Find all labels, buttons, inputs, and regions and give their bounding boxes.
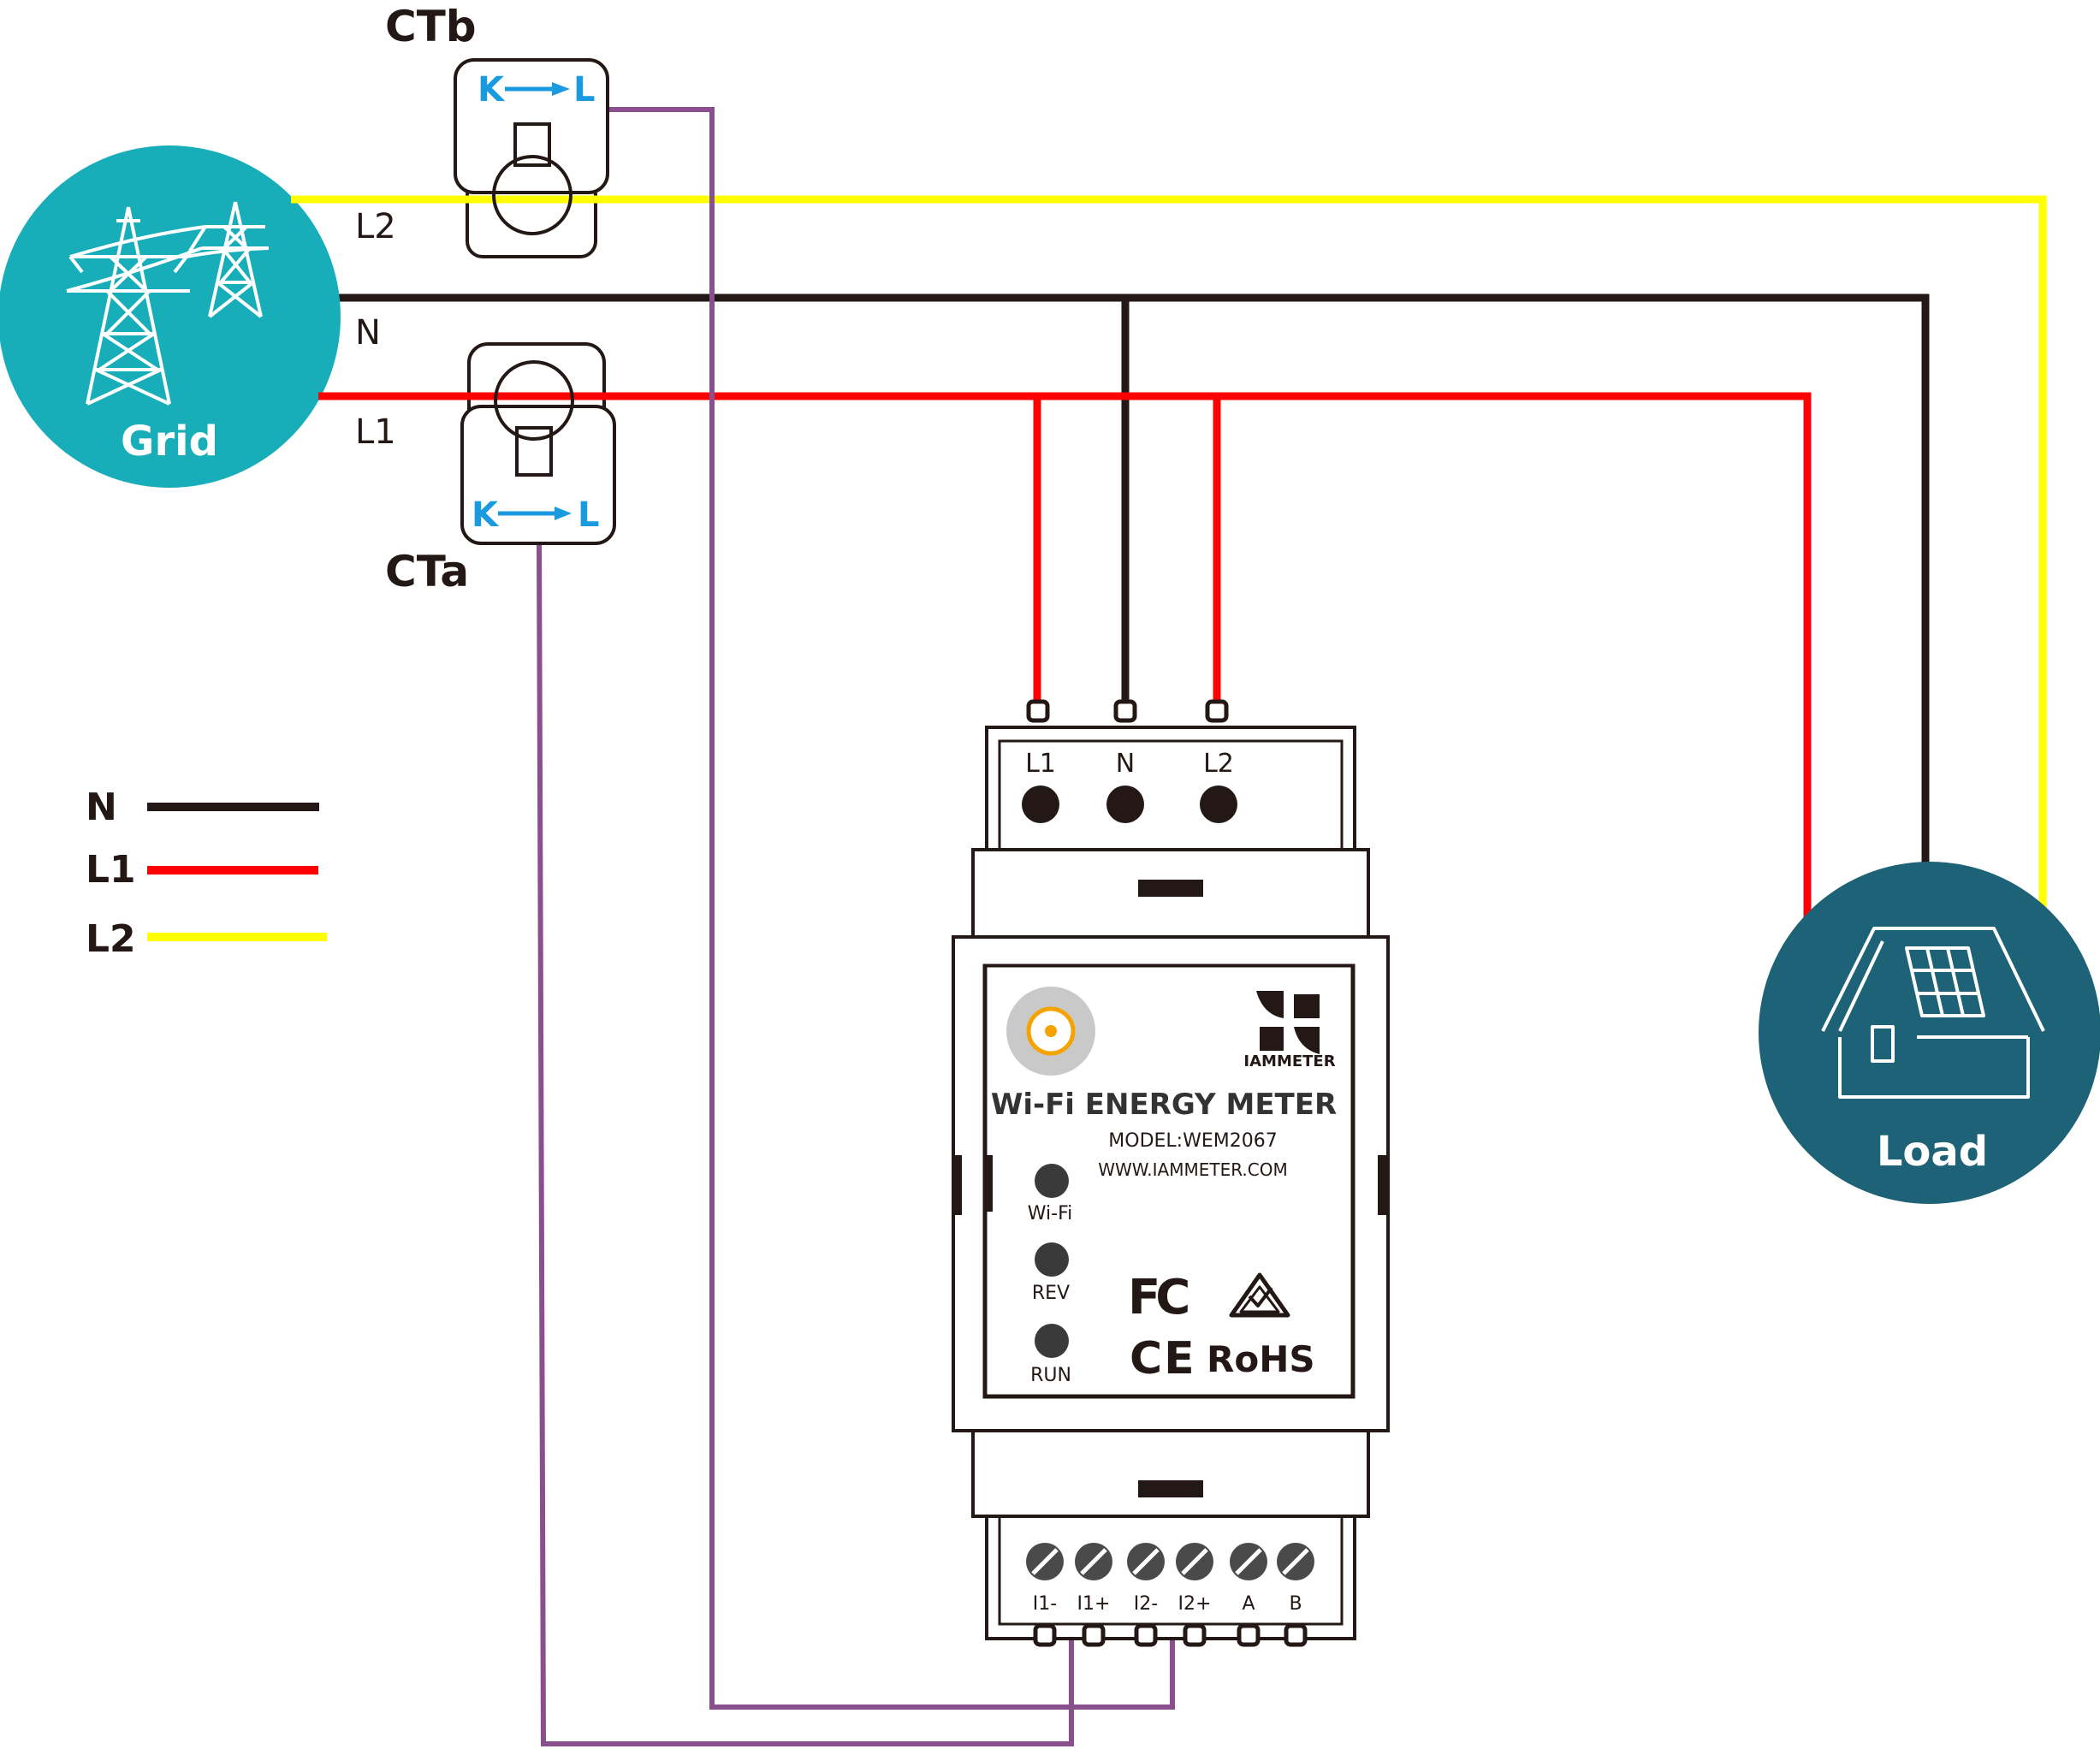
terminal-a[interactable]: A [1230,1543,1267,1647]
terminal-l2-label: L2 [1203,749,1234,779]
led-run-label: RUN [1030,1365,1071,1386]
iammeter-logo-icon [1256,991,1320,1054]
legend-label-l2: L2 [86,917,136,961]
meter-website: WWW.IAMMETER.COM [1098,1159,1287,1180]
wire-n-label: N [355,313,381,353]
rohs-mark: RoHS [1207,1338,1315,1380]
n-wire [338,293,1930,873]
ct-b-arrow-icon [505,82,570,96]
ct-b-k-label: K [478,70,506,110]
ct-a-clamp: K L CTa [318,342,616,596]
antenna-icon [1006,987,1095,1076]
terminal-i2-plus[interactable]: I2+ [1176,1543,1213,1647]
legend-item-l1: L1 [86,848,318,892]
terminal-i1-plus[interactable]: I1+ [1075,1543,1112,1647]
terminal-n-label: N [1116,749,1135,779]
led-wifi: Wi-Fi [1028,1164,1073,1224]
l2-wire [291,195,2047,928]
ct-a-l-label: L [578,495,600,535]
meter-title: Wi-Fi ENERGY METER [991,1088,1337,1122]
terminal-i2-minus-label: I2- [1134,1593,1158,1615]
energy-meter: L1 N L2 IAMMET [952,699,1390,1647]
terminal-l1[interactable]: L1 [1022,699,1059,823]
house-solar-icon [1821,927,2045,1099]
terminal-i1-minus[interactable]: I1- [1026,1543,1064,1647]
led-run: RUN [1030,1324,1071,1386]
l1-wire [318,392,1812,924]
ct-b-clamp: K L CTb [291,2,609,258]
load-destination: Load [1759,862,2100,1204]
legend-label-n: N [86,786,117,829]
led-rev: REV [1032,1242,1070,1304]
led-wifi-label: Wi-Fi [1028,1203,1073,1224]
terminal-i1-plus-label: I1+ [1077,1593,1111,1615]
ct-signal-wires [537,107,1175,1746]
terminal-l1-label: L1 [1025,749,1056,779]
legend-item-n: N [86,786,319,829]
legend-label-l1: L1 [86,848,136,892]
grid-label: Grid [121,418,218,465]
meter-model: MODEL:WEM2067 [1108,1130,1277,1152]
wire-l1-label: L1 [355,412,396,452]
terminal-b-label: B [1289,1593,1302,1615]
terminal-n[interactable]: N [1106,699,1144,823]
top-terminals: L1 N L2 [1022,699,1237,823]
bottom-terminals: I1- I1+ I2- I2+ [1026,1543,1314,1647]
rcm-mark-icon [1229,1272,1290,1318]
ce-mark: CE [1130,1333,1196,1384]
terminal-i2-plus-label: I2+ [1178,1593,1212,1615]
led-rev-label: REV [1032,1283,1070,1304]
ct-b-l-label: L [573,70,596,110]
ct-a-arrow-icon [498,507,572,520]
grid-source: Grid [0,145,341,488]
wire-l2-label: L2 [355,207,396,246]
ct-b-title: CTb [385,2,477,51]
terminal-b[interactable]: B [1277,1543,1314,1647]
brand-name: IAMMETER [1243,1052,1335,1070]
load-label: Load [1877,1128,1988,1176]
fcc-mark: FC [1128,1270,1188,1325]
terminal-i1-minus-label: I1- [1033,1593,1057,1615]
legend-item-l2: L2 [86,917,327,961]
terminal-i2-minus[interactable]: I2- [1127,1543,1165,1647]
ct-a-title: CTa [385,547,469,596]
terminal-l2[interactable]: L2 [1200,699,1237,823]
legend: N L1 L2 [86,786,327,961]
power-tower-icon [66,201,270,406]
terminal-a-label: A [1242,1593,1255,1615]
ct-a-k-label: K [472,495,500,535]
